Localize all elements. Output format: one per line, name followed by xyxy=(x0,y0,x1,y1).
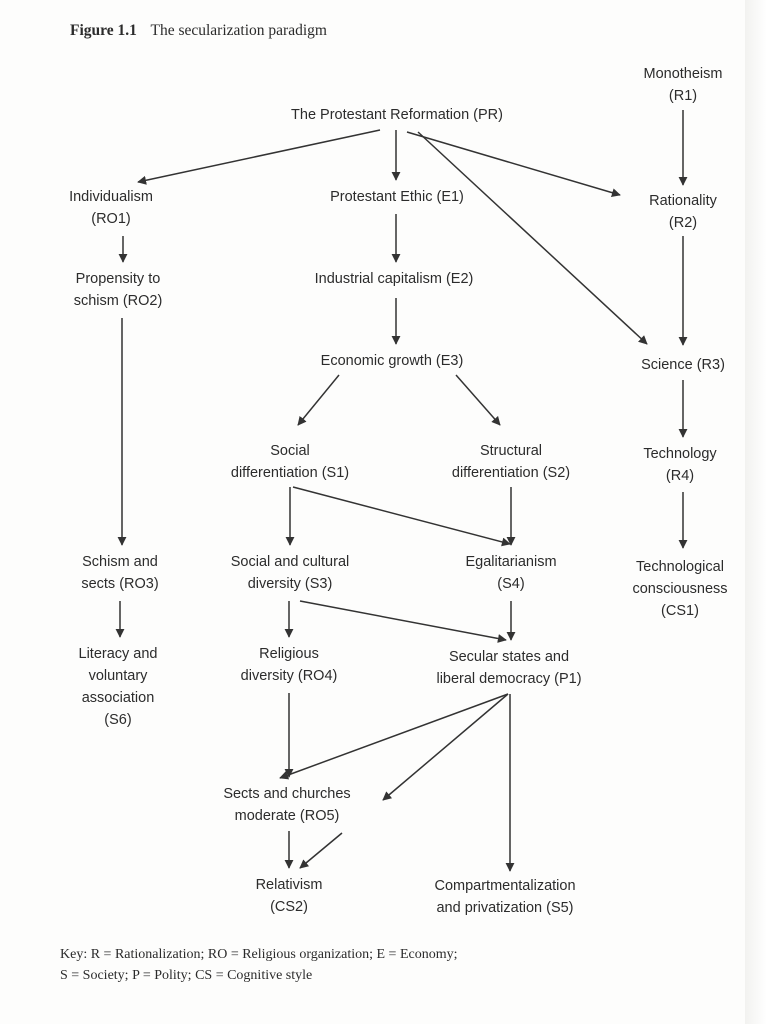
node-r2-line-2: (R2) xyxy=(668,215,698,231)
node-s2-line-2: differentiation (S2) xyxy=(451,465,571,481)
node-r1-line-2: (R1) xyxy=(668,88,698,104)
node-ro2-line-2: schism (RO2) xyxy=(73,293,163,309)
node-ro4-line-2: diversity (RO4) xyxy=(240,668,338,684)
node-cs2-line-1: Relativism xyxy=(255,877,323,893)
node-r3: Science (R3) xyxy=(641,354,725,376)
node-ro2-line-1: Propensity to xyxy=(75,271,161,287)
node-s1-line-2: differentiation (S1) xyxy=(230,465,350,481)
node-s6-line-1: Literacy and xyxy=(78,646,158,662)
node-s5-line-2: and privatization (S5) xyxy=(436,900,574,916)
node-s1-line-1: Social xyxy=(270,443,310,459)
node-s4-line-1: Egalitarianism xyxy=(465,554,557,570)
node-pr: The Protestant Reformation (PR) xyxy=(291,104,503,126)
node-ro1-line-2: (RO1) xyxy=(91,211,131,227)
arrow-e3-to-s2 xyxy=(455,374,501,426)
node-ro2: Propensity to schism (RO2) xyxy=(74,268,163,312)
node-e3: Economic growth (E3) xyxy=(321,350,464,372)
arrow-p1-to-ro5-upper xyxy=(382,693,509,801)
node-s2-line-1: Structural xyxy=(479,443,543,459)
node-s6-line-4: (S6) xyxy=(104,712,132,728)
node-p1-line-1: Secular states and xyxy=(448,649,570,665)
node-s3-line-2: diversity (S3) xyxy=(247,576,333,592)
node-r4-line-1: Technology xyxy=(643,446,717,462)
node-r2-line-1: Rationality xyxy=(649,193,717,209)
node-r3-line-1: Science (R3) xyxy=(641,357,725,373)
node-ro4-line-1: Religious xyxy=(259,646,319,662)
node-ro1: Individualism (RO1) xyxy=(69,186,153,230)
key-line-1: Key: R = Rationalization; RO = Religious… xyxy=(60,947,458,962)
node-r4-line-2: (R4) xyxy=(665,468,695,484)
arrow-s3-to-p1 xyxy=(299,600,507,643)
node-s5-line-1: Compartmentalization xyxy=(434,878,576,894)
figure-title: The secularization paradigm xyxy=(150,22,327,39)
node-cs2: Relativism (CS2) xyxy=(256,874,323,918)
arrow-pr-to-ro1 xyxy=(137,129,381,185)
node-cs2-line-2: (CS2) xyxy=(270,899,308,915)
node-s6-line-2: voluntary xyxy=(88,668,148,684)
arrow-p1-to-ro5 xyxy=(279,693,509,780)
node-cs1-line-1: Technological xyxy=(636,559,724,575)
node-s5: Compartmentalization and privatization (S… xyxy=(434,875,575,919)
figure-caption: Figure 1.1 The secularization paradigm xyxy=(70,22,327,40)
figure-number: Figure 1.1 xyxy=(70,22,137,39)
node-ro1-line-1: Individualism xyxy=(69,189,153,205)
node-cs1-line-2: consciousness xyxy=(632,581,728,597)
node-s6: Literacy and voluntary association (S6) xyxy=(79,643,158,731)
node-s1: Social differentiation (S1) xyxy=(231,440,349,484)
arrow-pr-to-r2 xyxy=(406,131,621,198)
page-edge xyxy=(745,0,767,1024)
arrow-pr-to-r3 xyxy=(417,131,648,345)
node-p1-line-2: liberal democracy (P1) xyxy=(436,671,582,687)
node-s4-line-2: (S4) xyxy=(497,576,525,592)
node-p1: Secular states and liberal democracy (P1) xyxy=(436,646,581,690)
node-ro5: Sects and churches moderate (RO5) xyxy=(223,783,350,827)
book-page: Figure 1.1 The secularization paradigm T… xyxy=(60,22,728,986)
node-s4: Egalitarianism (S4) xyxy=(465,551,556,595)
node-ro5-line-1: Sects and churches xyxy=(223,786,351,802)
key-line-2: S = Society; P = Polity; CS = Cognitive … xyxy=(60,968,313,983)
node-ro5-line-2: moderate (RO5) xyxy=(234,808,340,824)
arrow-e3-to-s1 xyxy=(297,374,340,426)
diagram-edges xyxy=(115,110,688,872)
node-cs1-line-3: (CS1) xyxy=(661,603,699,619)
node-pr-line-1: The Protestant Reformation (PR) xyxy=(291,107,503,123)
node-ro4: Religious diversity (RO4) xyxy=(241,643,338,687)
arrow-ro5-to-cs2-diagonal xyxy=(299,832,343,869)
node-r4: Technology (R4) xyxy=(643,443,716,487)
node-e2: Industrial capitalism (E2) xyxy=(315,268,474,290)
node-e2-line-1: Industrial capitalism (E2) xyxy=(314,271,474,287)
node-cs1: Technological consciousness (CS1) xyxy=(632,556,727,622)
node-e1-line-1: Protestant Ethic (E1) xyxy=(330,189,464,205)
node-ro3-line-1: Schism and xyxy=(82,554,158,570)
node-s3: Social and cultural diversity (S3) xyxy=(231,551,350,595)
node-e1: Protestant Ethic (E1) xyxy=(330,186,464,208)
node-s3-line-1: Social and cultural xyxy=(230,554,350,570)
node-e3-line-1: Economic growth (E3) xyxy=(320,353,464,369)
node-ro3-line-2: sects (RO3) xyxy=(81,576,159,592)
node-s6-line-3: association xyxy=(81,690,155,706)
node-r2: Rationality (R2) xyxy=(649,190,717,234)
diagram-key: Key: R = Rationalization; RO = Religious… xyxy=(60,944,457,986)
node-s2: Structural differentiation (S2) xyxy=(452,440,570,484)
node-r1: Monotheism (R1) xyxy=(644,63,723,107)
node-ro3: Schism and sects (RO3) xyxy=(81,551,158,595)
arrow-s1-to-s4 xyxy=(292,486,511,547)
node-r1-line-1: Monotheism xyxy=(643,66,723,82)
